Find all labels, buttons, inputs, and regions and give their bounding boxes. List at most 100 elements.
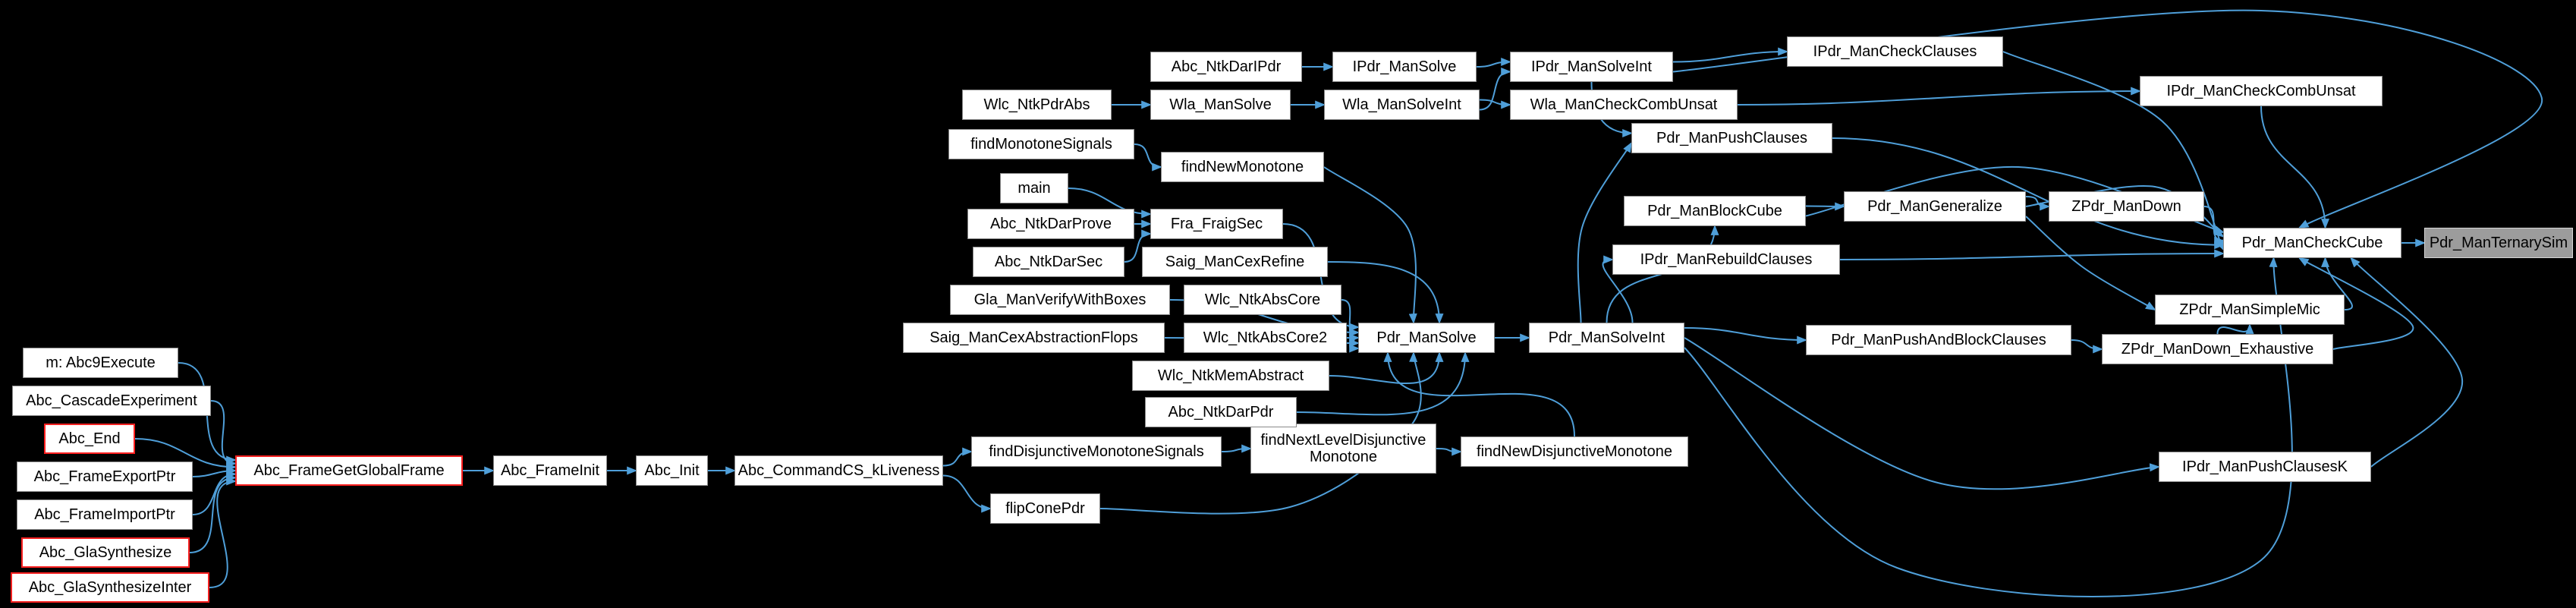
edge-pdrmanpushclauses-pdrmancheckcube — [1832, 137, 2225, 250]
edge-pdrmanpushandblock-zpdrmandownexh — [2071, 339, 2103, 354]
node-pdrmanblockcube[interactable]: Pdr_ManBlockCube — [1624, 196, 1806, 226]
node-pdrmancheckcube[interactable]: Pdr_ManCheckCube — [2223, 228, 2401, 258]
node-frameimportptr[interactable]: Abc_FrameImportPtr — [17, 499, 193, 530]
node-saigmancexrefine[interactable]: Saig_ManCexRefine — [1142, 247, 1328, 277]
node-commandcs[interactable]: Abc_CommandCS_kLiveness — [734, 455, 943, 486]
node-findnewmonotone[interactable]: findNewMonotone — [1161, 152, 1324, 182]
edge-commandcs-flipconepdr — [942, 474, 992, 513]
node-findnextlevel[interactable]: findNextLevelDisjunctive Monotone — [1250, 424, 1436, 474]
node-cascadeexperiment[interactable]: Abc_CascadeExperiment — [12, 386, 211, 416]
node-ipdrmanrebuildclauses[interactable]: IPdr_ManRebuildClauses — [1612, 244, 1840, 275]
node-framegetglobal[interactable]: Abc_FrameGetGlobalFrame — [235, 455, 463, 486]
node-zpdrmansimplemic[interactable]: ZPdr_ManSimpleMic — [2155, 295, 2345, 325]
node-label: ZPdr_ManDown — [2071, 197, 2181, 215]
node-frameexportptr[interactable]: Abc_FrameExportPtr — [17, 462, 193, 492]
node-label: Pdr_ManBlockCube — [1647, 202, 1782, 219]
node-label: Pdr_ManCheckCube — [2241, 234, 2383, 251]
node-label: Fra_FraigSec — [1170, 215, 1263, 232]
node-pdrmansolve[interactable]: Pdr_ManSolve — [1358, 323, 1495, 353]
node-ntkdarsec[interactable]: Abc_NtkDarSec — [973, 247, 1124, 277]
node-finddisjunctive[interactable]: findDisjunctiveMonotoneSignals — [971, 436, 1222, 467]
node-pdrmansolveint[interactable]: Pdr_ManSolveInt — [1529, 323, 1684, 353]
edge-pdrmangeneralize-zpdrmandown — [2025, 196, 2050, 211]
node-frameinit[interactable]: Abc_FrameInit — [493, 455, 607, 486]
node-wlcntkpdrabs[interactable]: Wlc_NtkPdrAbs — [962, 90, 1112, 120]
node-label: Abc_NtkDarSec — [994, 253, 1103, 270]
edge-abcend-framegetglobal — [134, 438, 237, 471]
edge-ipdrmanpushclausesk-pdrmancheckcube — [2350, 257, 2464, 468]
node-label: Abc_CommandCS_kLiveness — [738, 462, 940, 479]
edge-glasynthesize-framegetglobal — [189, 473, 237, 553]
node-label: Pdr_ManPushAndBlockClauses — [1831, 331, 2046, 348]
node-label: flipConePdr — [1005, 499, 1085, 517]
node-glamanverify[interactable]: Gla_ManVerifyWithBoxes — [950, 285, 1170, 315]
node-label: Wlc_NtkAbsCore2 — [1203, 329, 1328, 346]
node-frafraigsec[interactable]: Fra_FraigSec — [1150, 209, 1283, 239]
node-label: findNewDisjunctiveMonotone — [1477, 443, 1672, 460]
node-label: Wlc_NtkPdrAbs — [983, 96, 1090, 113]
node-label: findMonotoneSignals — [970, 135, 1112, 153]
node-label: ZPdr_ManSimpleMic — [2179, 301, 2320, 318]
node-label: findNewMonotone — [1181, 158, 1304, 175]
node-glasynthesize[interactable]: Abc_GlaSynthesize — [21, 537, 190, 568]
node-label: Wlc_NtkAbsCore — [1204, 291, 1321, 308]
node-label: Pdr_ManTernarySim — [2429, 234, 2568, 251]
node-wlamancheckcombunsat[interactable]: Wla_ManCheckCombUnsat — [1510, 90, 1738, 120]
edge-pdrmansolveint-pdrmanpushclauses — [1577, 141, 1632, 323]
node-main[interactable]: main — [1000, 173, 1068, 203]
node-label: Abc_GlaSynthesizeInter — [28, 578, 192, 596]
node-saigmancexabstraction[interactable]: Saig_ManCexAbstractionFlops — [903, 323, 1165, 353]
edge-zpdrmandownexh-zpdrmansimplemic — [2216, 323, 2254, 335]
node-pdrmangeneralize[interactable]: Pdr_ManGeneralize — [1844, 191, 2026, 222]
node-label: IPdr_ManRebuildClauses — [1640, 250, 1813, 268]
node-label: main — [1018, 179, 1051, 197]
edge-ntkdarpdr-pdrmansolve — [1296, 351, 1470, 416]
node-ipdrmanpushclausesk[interactable]: IPdr_ManPushClausesK — [2159, 452, 2371, 482]
node-pdrmanternarysim[interactable]: Pdr_ManTernarySim — [2424, 228, 2573, 258]
node-label: IPdr_ManSolve — [1352, 58, 1457, 75]
node-ntkdarpdr[interactable]: Abc_NtkDarPdr — [1145, 397, 1297, 427]
node-wlcntkabscore2[interactable]: Wlc_NtkAbsCore2 — [1184, 323, 1347, 353]
edge-ipdrmanrebuildclauses-pdrmancheckcube — [1839, 249, 2225, 260]
node-label: findNextLevelDisjunctive Monotone — [1260, 431, 1426, 465]
edge-findnewdisjunctive-pdrmansolve — [1383, 351, 1575, 437]
node-label: Abc_NtkDarProve — [989, 215, 1112, 232]
node-label: IPdr_ManSolveInt — [1531, 58, 1652, 75]
node-wlcntkabscore[interactable]: Wlc_NtkAbsCore — [1184, 285, 1341, 315]
node-ipdrmansolve[interactable]: IPdr_ManSolve — [1332, 52, 1477, 82]
node-pdrmanpushandblock[interactable]: Pdr_ManPushAndBlockClauses — [1806, 325, 2071, 355]
edge-cascadeexperiment-framegetglobal — [210, 400, 237, 468]
node-abc9execute[interactable]: m: Abc9Execute — [23, 348, 178, 378]
edge-wlamancheckcombunsat-ipdrmancheckcombunsat — [1737, 87, 2141, 106]
node-label: Wla_ManSolveInt — [1342, 96, 1461, 113]
edge-wlcntkabscore2-pdrmansolve — [1346, 337, 1360, 353]
node-label: ZPdr_ManDown_Exhaustive — [2121, 340, 2314, 358]
node-findmonotonesignals[interactable]: findMonotoneSignals — [948, 129, 1134, 159]
node-glasynthesizeinter[interactable]: Abc_GlaSynthesizeInter — [11, 572, 209, 603]
node-zpdrmandown[interactable]: ZPdr_ManDown — [2049, 191, 2204, 222]
node-zpdrmandownexh[interactable]: ZPdr_ManDown_Exhaustive — [2102, 334, 2333, 364]
node-ipdrmancheckclauses[interactable]: IPdr_ManCheckClauses — [1787, 36, 2003, 67]
edge-zpdrmandownexh-pdrmancheckcube — [2298, 257, 2414, 350]
node-ntkdarprove[interactable]: Abc_NtkDarProve — [967, 209, 1134, 239]
node-wlamansolveint[interactable]: Wla_ManSolveInt — [1324, 90, 1480, 120]
node-wlamansolve[interactable]: Wla_ManSolve — [1150, 90, 1291, 120]
node-abcinit[interactable]: Abc_Init — [636, 455, 708, 486]
edge-commandcs-finddisjunctive — [942, 447, 973, 467]
node-abcend[interactable]: Abc_End — [44, 424, 135, 454]
edge-main-frafraigsec — [1068, 187, 1152, 219]
edge-pdrmangeneralize-zpdrmansimplemic — [2025, 216, 2156, 310]
edge-ipdrmancheckcombunsat-pdrmancheckcube — [2260, 106, 2329, 229]
node-label: IPdr_ManCheckCombUnsat — [2166, 82, 2356, 99]
edge-frameimportptr-framegetglobal — [192, 470, 237, 515]
node-flipconepdr[interactable]: flipConePdr — [990, 493, 1100, 524]
node-findnewdisjunctive[interactable]: findNewDisjunctiveMonotone — [1461, 436, 1688, 467]
node-pdrmanpushclauses[interactable]: Pdr_ManPushClauses — [1631, 123, 1832, 153]
node-ntkdarlpdr[interactable]: Abc_NtkDarIPdr — [1150, 52, 1302, 82]
node-label: Pdr_ManSolve — [1376, 329, 1477, 346]
node-ipdrmansolveint[interactable]: IPdr_ManSolveInt — [1510, 52, 1673, 82]
node-wlcntkmemabstract[interactable]: Wlc_NtkMemAbstract — [1132, 361, 1329, 391]
node-ipdrmancheckcombunsat[interactable]: IPdr_ManCheckCombUnsat — [2140, 76, 2383, 106]
